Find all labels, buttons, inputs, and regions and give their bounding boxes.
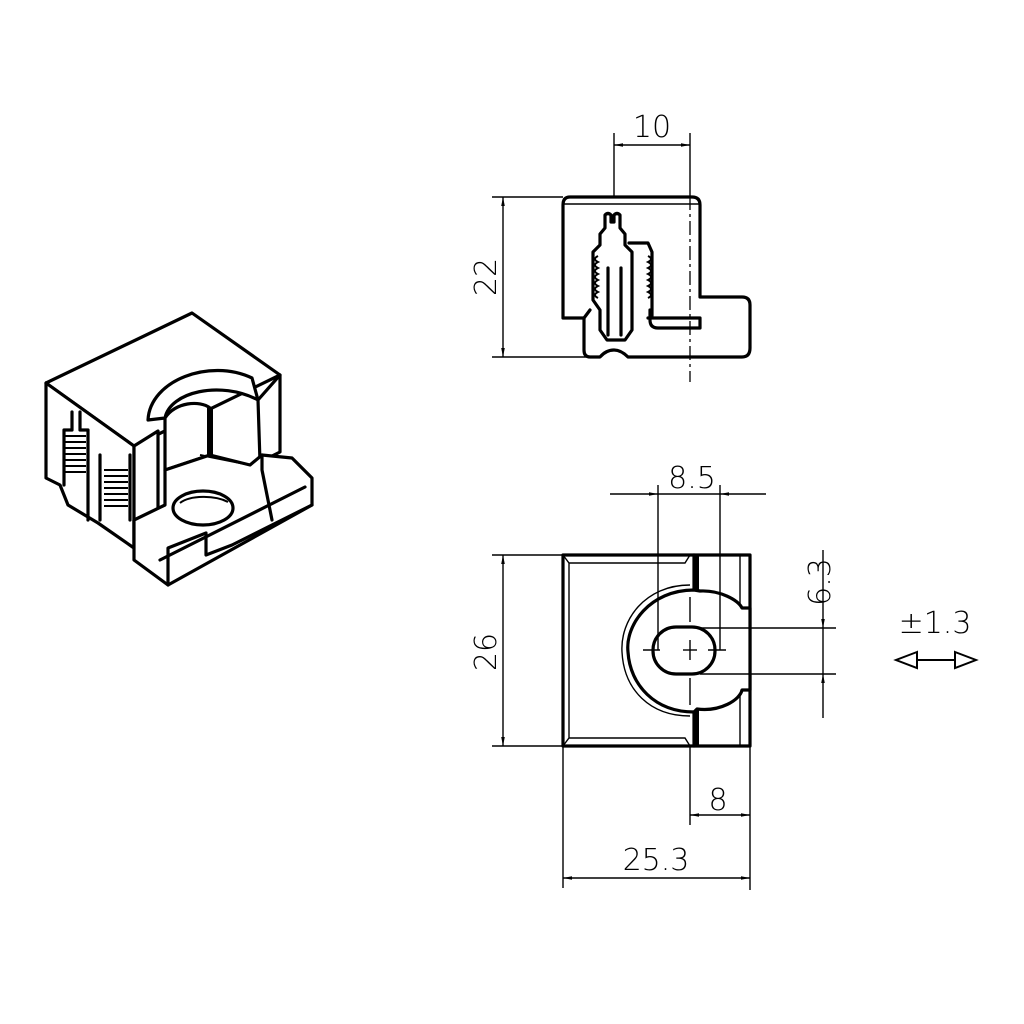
dim-label-25-3: 25.3 [623,843,690,878]
top-view: 8.5 26 6.3 8 25.3 [469,461,838,890]
isometric-view [44,311,314,587]
dim-label-8-5: 8.5 [668,461,716,496]
dim-label-6-3: 6.3 [803,558,838,606]
dim-label-22: 22 [469,258,504,296]
double-arrow-icon [893,650,979,670]
side-section-view: 10 22 [469,110,752,382]
dim-label-10: 10 [633,110,671,145]
dim-label-8: 8 [708,783,727,818]
tolerance-label: ±1.3 [899,606,972,641]
tolerance-indicator: ±1.3 [893,606,979,670]
dim-label-26: 26 [469,633,504,671]
thread-detail [62,410,132,522]
